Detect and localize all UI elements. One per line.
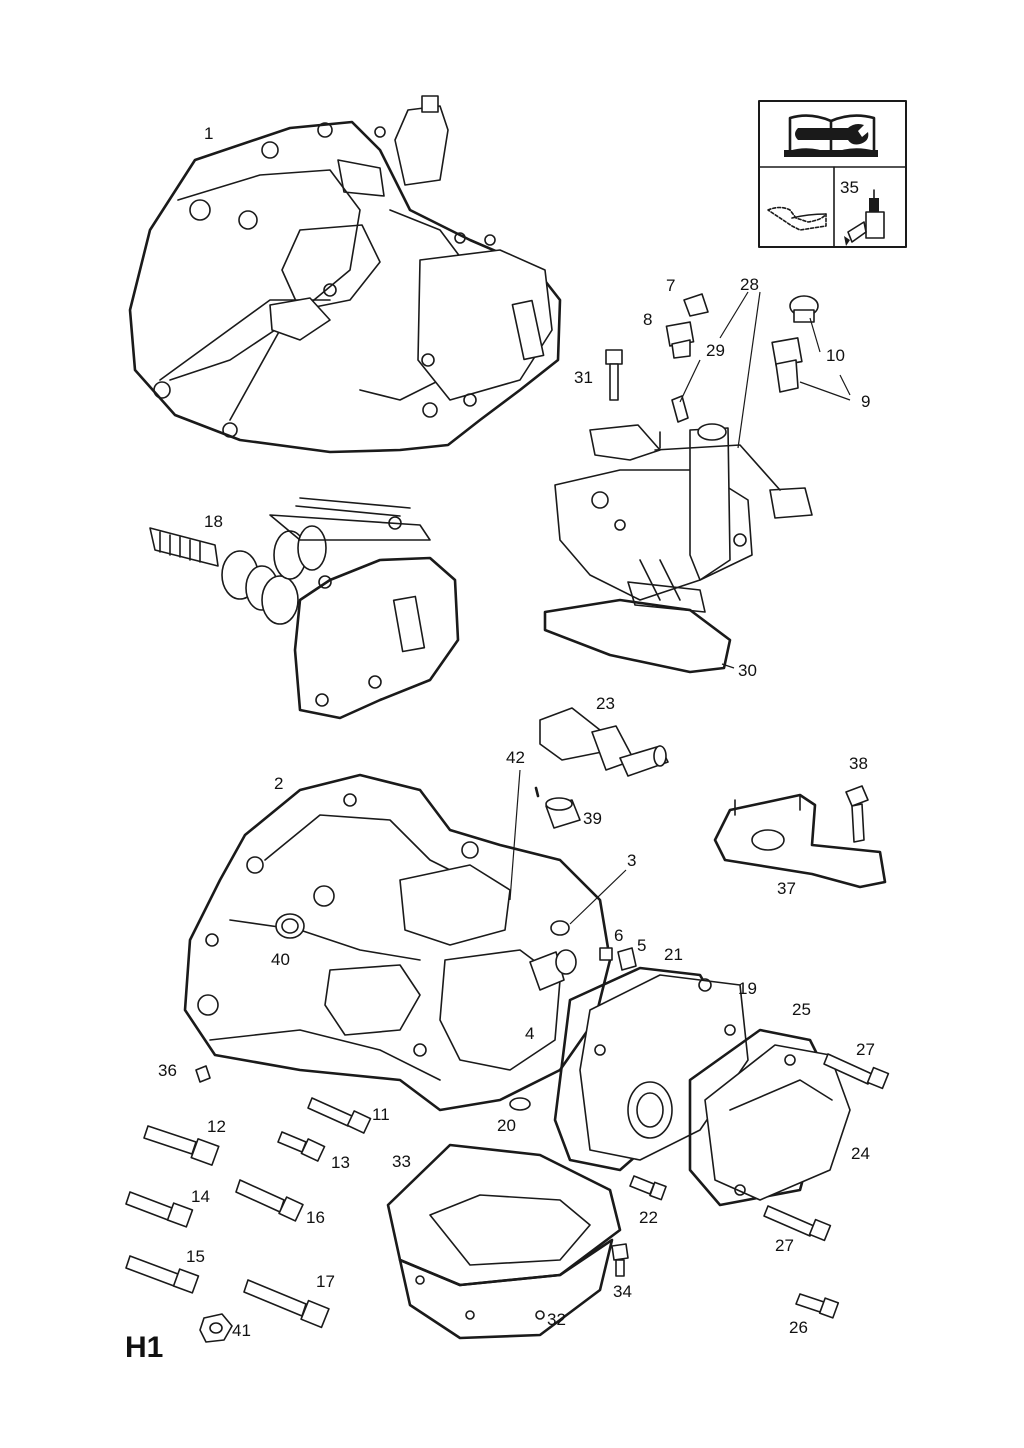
callout-20: 20: [497, 1116, 516, 1135]
callout-42: 42: [506, 748, 525, 767]
callout-12: 12: [207, 1117, 226, 1136]
callout-9: 9: [861, 392, 871, 411]
part-32-oil-pan: [398, 1194, 614, 1340]
callout-22: 22: [639, 1208, 658, 1227]
callout-27-lower: 27: [775, 1236, 794, 1255]
part-17-bolt: [243, 1279, 330, 1329]
callout-7: 7: [666, 276, 676, 295]
callout-35: 35: [840, 178, 859, 197]
part-15-bolt: [125, 1255, 200, 1294]
callout-8: 8: [643, 310, 653, 329]
callout-40: 40: [271, 950, 290, 969]
part-26-bolt: [795, 1293, 840, 1319]
part-36-pin: [195, 1065, 211, 1083]
callout-6: 6: [614, 926, 624, 945]
part-30-gasket: [543, 598, 732, 674]
part-3-bushing: [550, 920, 570, 936]
part-13-bolt: [277, 1131, 326, 1162]
part-20-plug: [509, 1097, 531, 1111]
callout-39: 39: [583, 809, 602, 828]
callout-27-upper: 27: [856, 1040, 875, 1059]
sealant-bead-icon: [767, 206, 827, 231]
callout-21: 21: [664, 945, 683, 964]
part-28-shift-control-housing: [554, 423, 813, 613]
callout-16: 16: [306, 1208, 325, 1227]
callout-25: 25: [792, 1000, 811, 1019]
callout-28: 28: [740, 275, 759, 294]
callout-31: 31: [574, 368, 593, 387]
part-27-bolt-lower: [763, 1205, 832, 1242]
part-16-bolt: [235, 1179, 304, 1222]
callout-23: 23: [596, 694, 615, 713]
callout-29: 29: [706, 341, 725, 360]
callout-34: 34: [613, 1282, 632, 1301]
callout-30: 30: [738, 661, 757, 680]
callout-17: 17: [316, 1272, 335, 1291]
part-18-gear-train-assembly: [149, 497, 460, 720]
part-42-pin: [534, 786, 540, 798]
part-4-bushing: [529, 949, 577, 991]
part-2-transmission-case: [183, 773, 612, 1112]
callout-32: 32: [547, 1310, 566, 1329]
callout-38: 38: [849, 754, 868, 773]
callout-3: 3: [627, 851, 637, 870]
part-23-sensor: [539, 707, 669, 777]
callout-41: 41: [232, 1321, 251, 1340]
part-27-bolt-upper: [823, 1053, 890, 1090]
part-39-bushing: [545, 797, 581, 829]
part-41-nut: [199, 1313, 233, 1343]
callout-26: 26: [789, 1318, 808, 1337]
part-6-plug: [599, 947, 613, 961]
part-8-switch: [665, 321, 695, 359]
part-24-cover: [704, 1044, 851, 1201]
callout-36: 36: [158, 1061, 177, 1080]
callout-13: 13: [331, 1153, 350, 1172]
callout-15: 15: [186, 1247, 205, 1266]
callout-2: 2: [274, 774, 284, 793]
part-14-bolt: [125, 1191, 194, 1228]
callout-11: 11: [372, 1105, 390, 1124]
callout-4: 4: [525, 1024, 535, 1043]
part-11-bolt: [307, 1097, 372, 1134]
part-29-clip: [671, 395, 689, 423]
callout-18: 18: [204, 512, 223, 531]
callout-37: 37: [777, 879, 796, 898]
part-12-bolt: [143, 1125, 220, 1166]
part-7-cap: [683, 293, 709, 317]
callout-1: 1: [204, 124, 214, 143]
legend-box: [758, 100, 907, 248]
part-31-bolt: [605, 349, 623, 401]
part-10-cap: [789, 295, 819, 323]
callout-24: 24: [851, 1144, 870, 1163]
page-code: H1: [125, 1331, 164, 1364]
part-37-bracket: [713, 793, 887, 889]
callout-33: 33: [392, 1152, 411, 1171]
part-5-plug: [617, 947, 637, 971]
part-34-bolt: [611, 1243, 629, 1277]
callout-19: 19: [738, 979, 757, 998]
callout-10: 10: [826, 346, 845, 365]
part-38-bolt: [845, 785, 869, 843]
adhesive-tube-icon: [844, 189, 885, 246]
part-40-plug: [275, 913, 305, 939]
part-9-switch: [771, 337, 803, 393]
leader-lines: [509, 291, 851, 925]
book-wrench-icon: [784, 114, 878, 157]
part-1-transmission-assembly: [128, 95, 562, 454]
part-22-bolt: [629, 1175, 667, 1201]
part-33-gasket: [386, 1143, 622, 1287]
callout-5: 5: [637, 936, 647, 955]
callout-14: 14: [191, 1187, 210, 1206]
